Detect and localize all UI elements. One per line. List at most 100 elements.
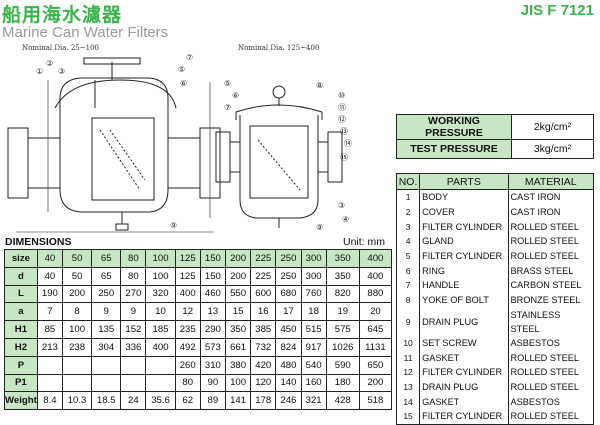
dimension-cell: 190	[36, 284, 64, 304]
dimension-cell: 40	[36, 266, 64, 286]
dimension-cell: 304	[91, 337, 122, 357]
working-pressure-value: 2kg/cm²	[511, 114, 594, 140]
dimension-cell: 35.6	[145, 391, 176, 411]
parts-name: FILTER CYLINDER	[419, 248, 509, 264]
dimension-cell: 260	[174, 355, 201, 375]
parts-material: CAST IRON	[507, 204, 595, 220]
svg-text:⑥: ⑥	[180, 79, 187, 88]
dimension-cell: 225	[250, 266, 277, 286]
parts-material: ROLLED STEEL	[507, 219, 595, 235]
dimension-cell: 9	[91, 302, 122, 322]
dimension-row-label: P	[4, 355, 38, 375]
svg-text:⑫: ⑫	[338, 115, 346, 124]
dimension-cell: 10.3	[61, 391, 93, 411]
dimension-cell: 80	[174, 373, 201, 393]
parts-material: BRONZE STEEL	[507, 292, 595, 308]
dimension-cell	[36, 373, 64, 393]
dimension-cell	[91, 355, 122, 375]
parts-material: ASBESTOS	[507, 394, 595, 409]
parts-material: ROLLED STEEL	[507, 248, 595, 264]
svg-text:⑥: ⑥	[232, 91, 239, 100]
dimension-cell: 820	[325, 284, 360, 304]
dimension-row-label: size	[4, 249, 38, 268]
title-english: Marine Can Water Filters	[2, 24, 169, 41]
parts-material: CAST IRON	[507, 189, 595, 205]
dimension-cell: 515	[300, 320, 327, 339]
svg-text:⑪: ⑪	[338, 103, 346, 112]
dimension-cell: 518	[358, 391, 393, 411]
parts-material: ASBESTOS	[507, 335, 595, 351]
parts-name: HANDLE	[419, 278, 509, 293]
parts-name: YOKE OF BOLT	[419, 292, 509, 308]
parts-no: 5	[395, 248, 421, 264]
dimension-cell: 460	[199, 284, 226, 304]
dimension-row-label: H2	[4, 337, 38, 357]
parts-name: COVER	[419, 204, 509, 220]
svg-text:④: ④	[342, 215, 349, 224]
parts-no: 13	[395, 379, 421, 395]
right-filter-cylinder	[249, 125, 309, 199]
dimension-cell: 1026	[325, 337, 360, 357]
dimension-cell: 732	[250, 337, 277, 357]
dimension-cell: 450	[275, 320, 302, 339]
parts-no: 10	[395, 335, 421, 351]
svg-text:③: ③	[58, 67, 65, 76]
size-header-cell: 65	[91, 249, 122, 268]
dimension-cell	[120, 355, 147, 375]
parts-name: GASKET	[419, 350, 509, 365]
dimension-cell: 80	[120, 266, 147, 286]
test-pressure-value: 3kg/cm²	[511, 139, 594, 159]
svg-text:②: ②	[46, 59, 53, 68]
dimension-cell: 880	[358, 284, 393, 304]
parts-name: SET SCREW	[419, 335, 509, 351]
parts-name: RING	[419, 263, 509, 279]
parts-no: 14	[395, 394, 421, 409]
dimension-cell: 760	[300, 284, 327, 304]
dimension-cell: 350	[325, 266, 360, 286]
dimension-cell: 350	[224, 320, 252, 339]
dimension-cell: 90	[199, 373, 226, 393]
dimension-cell: 380	[224, 355, 252, 375]
dimension-row-label: P1	[4, 373, 38, 393]
dimension-cell: 246	[275, 391, 302, 411]
size-header-cell: 300	[300, 249, 327, 268]
dimension-cell: 9	[120, 302, 147, 322]
parts-material: STAINLESS STEEL	[507, 307, 595, 336]
svg-text:⑦: ⑦	[224, 103, 231, 112]
parts-name: FILTER CYLINDER	[419, 408, 509, 425]
dimensions-label: DIMENSIONS	[5, 236, 72, 248]
dimension-cell: 420	[250, 355, 277, 375]
svg-text:⑧: ⑧	[316, 81, 323, 90]
parts-col-parts: PARTS	[419, 173, 509, 190]
dimension-cell	[36, 355, 64, 375]
pressure-row: WORKING PRESSURE 2kg/cm²	[396, 114, 594, 140]
dimension-cell: 661	[224, 337, 252, 357]
dimension-cell: 540	[300, 355, 327, 375]
dimension-cell: 250	[91, 284, 122, 304]
dimension-cell: 8	[61, 302, 93, 322]
dimension-cell: 62	[174, 391, 201, 411]
standard-code: JIS F 7121	[520, 2, 594, 19]
dimension-cell: 152	[120, 320, 147, 339]
dimension-cell: 200	[61, 284, 93, 304]
dimension-cell: 645	[358, 320, 393, 339]
dimension-cell: 650	[358, 355, 393, 375]
dimension-row-label: a	[4, 302, 38, 322]
working-pressure-label: WORKING PRESSURE	[396, 114, 512, 140]
size-header-cell: 150	[199, 249, 226, 268]
dimension-cell	[61, 373, 93, 393]
